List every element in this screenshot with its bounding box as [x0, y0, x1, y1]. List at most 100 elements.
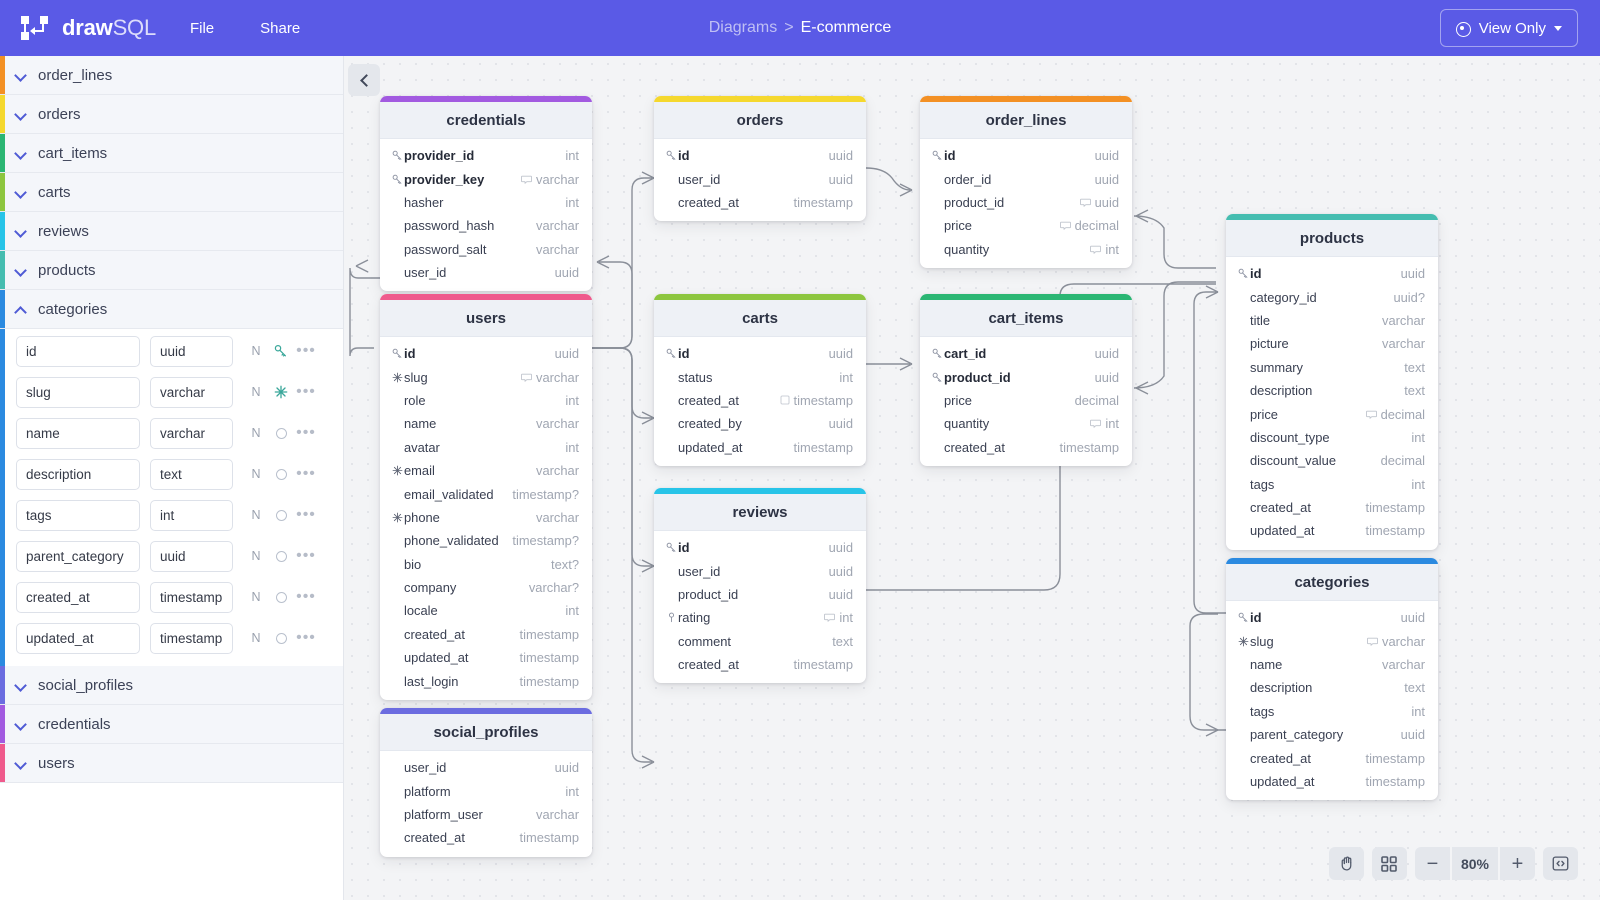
grid-layout-icon[interactable]: [1371, 847, 1407, 880]
column-type-input[interactable]: text: [150, 458, 233, 490]
sidebar-table-order_lines[interactable]: order_lines: [0, 56, 343, 95]
nullable-toggle[interactable]: N: [251, 549, 261, 563]
column-name-input[interactable]: slug: [16, 376, 140, 408]
nullable-toggle[interactable]: N: [251, 426, 261, 440]
column-name-input[interactable]: parent_category: [16, 540, 140, 572]
column-type-input[interactable]: timestamp: [150, 581, 233, 613]
sidebar-table-carts[interactable]: carts: [0, 173, 343, 212]
sidebar-table-credentials[interactable]: credentials: [0, 705, 343, 744]
column-key-toggle[interactable]: [269, 344, 293, 358]
column-name-input[interactable]: name: [16, 417, 140, 449]
view-only-button[interactable]: View Only: [1439, 9, 1578, 47]
column-key-toggle[interactable]: [269, 385, 293, 399]
nullable-toggle[interactable]: N: [251, 344, 261, 358]
sidebar-table-cart_items[interactable]: cart_items: [0, 134, 343, 173]
zoom-level-label[interactable]: 80%: [1451, 847, 1498, 880]
sidebar-table-categories[interactable]: categories: [0, 290, 343, 329]
column-name-input[interactable]: description: [16, 458, 140, 490]
column-more-button[interactable]: •••: [296, 588, 316, 605]
collapse-sidebar-button[interactable]: [348, 64, 380, 96]
column-name-input[interactable]: created_at: [16, 581, 140, 613]
column-type-input[interactable]: uuid: [150, 540, 233, 572]
sidebar-table-users[interactable]: users: [0, 744, 343, 783]
nullable-toggle[interactable]: N: [251, 385, 261, 399]
code-export-icon[interactable]: [1543, 847, 1578, 880]
column-more-button[interactable]: •••: [296, 383, 316, 400]
column-name-input[interactable]: tags: [16, 499, 140, 531]
column-row[interactable]: created_at timestamp N •••: [0, 578, 343, 616]
column-type-input[interactable]: timestamp: [150, 622, 233, 654]
column-more-button[interactable]: •••: [296, 424, 316, 441]
breadcrumb-parent[interactable]: Diagrams: [708, 19, 778, 36]
nullable-toggle[interactable]: N: [251, 508, 261, 522]
column-name-input[interactable]: updated_at: [16, 622, 140, 654]
nullable-toggle[interactable]: N: [251, 467, 261, 481]
column-name-input[interactable]: id: [16, 335, 140, 367]
zoom-out-button[interactable]: −: [1414, 847, 1450, 880]
nullable-toggle[interactable]: N: [251, 590, 261, 604]
sidebar-table-orders[interactable]: orders: [0, 95, 343, 134]
sidebar-table-products[interactable]: products: [0, 251, 343, 290]
column-key-toggle[interactable]: [269, 509, 293, 521]
menu-file[interactable]: File: [189, 19, 215, 37]
column-more-button[interactable]: •••: [296, 342, 316, 359]
column-key-toggle[interactable]: [269, 591, 293, 603]
sidebar-table-social_profiles[interactable]: social_profiles: [0, 666, 343, 705]
column-type-input[interactable]: uuid: [150, 335, 233, 367]
brand-logo[interactable]: drawSQL: [20, 15, 156, 41]
column-type-input[interactable]: int: [150, 499, 233, 531]
sidebar-table-reviews[interactable]: reviews: [0, 212, 343, 251]
column-more-button[interactable]: •••: [296, 506, 316, 523]
